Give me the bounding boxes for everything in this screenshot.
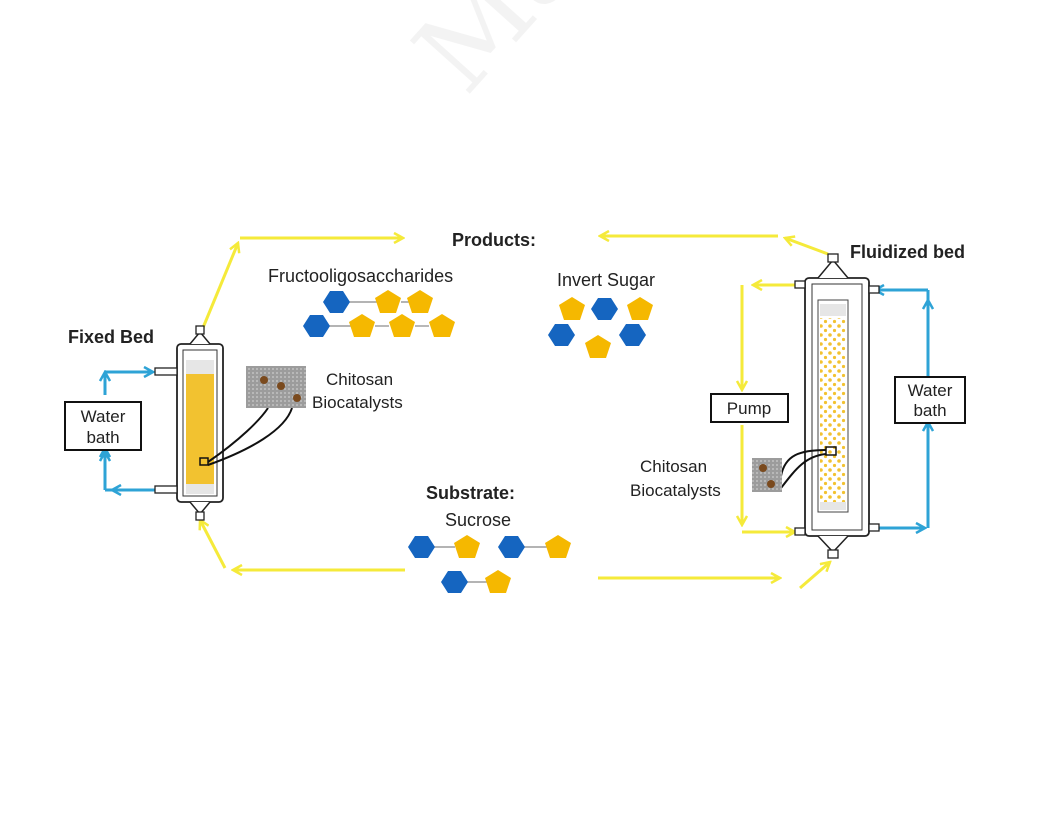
fructose-icon bbox=[375, 290, 401, 313]
packed-bed bbox=[186, 374, 214, 484]
fixed-bed-outlet-arrow bbox=[198, 243, 238, 336]
fructose-icon bbox=[585, 335, 611, 358]
chitosan-left-line2: Biocatalysts bbox=[312, 393, 403, 412]
substrate-label: Substrate: bbox=[426, 483, 515, 503]
flow-arrows bbox=[198, 236, 830, 590]
glucose-icon bbox=[591, 298, 618, 320]
water-bath-right-line1: Water bbox=[908, 381, 953, 400]
glucose-icon bbox=[619, 324, 646, 346]
glucose-icon bbox=[498, 536, 525, 558]
fos-molecules bbox=[303, 290, 455, 337]
fructose-icon bbox=[407, 290, 433, 313]
sucrose-molecules bbox=[408, 535, 571, 593]
products-label: Products: bbox=[452, 230, 536, 250]
fos-label: Fructooligosaccharides bbox=[268, 266, 453, 286]
fluidized-bed-column bbox=[780, 253, 880, 559]
pump-label: Pump bbox=[727, 399, 771, 418]
chitosan-left-line1: Chitosan bbox=[326, 370, 393, 389]
fructose-icon bbox=[559, 297, 585, 320]
water-bath-right-line2: bath bbox=[913, 401, 946, 420]
fructose-icon bbox=[349, 314, 375, 337]
pump-box bbox=[710, 393, 789, 423]
water-bath-left-line2: bath bbox=[86, 428, 119, 447]
fructose-icon bbox=[485, 570, 511, 593]
fixed-bed-column bbox=[154, 325, 293, 521]
water-arrows bbox=[105, 290, 928, 528]
water-bath-left-box bbox=[64, 401, 142, 451]
fluidized-particles bbox=[820, 318, 846, 508]
fructose-icon bbox=[389, 314, 415, 337]
glucose-icon bbox=[441, 571, 468, 593]
fluidized-outlet-arrow bbox=[785, 238, 829, 256]
fructose-icon bbox=[454, 535, 480, 558]
chitosan-right-line1: Chitosan bbox=[640, 457, 707, 476]
glucose-icon bbox=[408, 536, 435, 558]
fixed-bed-label: Fixed Bed bbox=[68, 327, 154, 347]
invert-sugar-molecules bbox=[548, 297, 653, 358]
fructose-icon bbox=[545, 535, 571, 558]
fructose-icon bbox=[627, 297, 653, 320]
chitosan-right-line2: Biocatalysts bbox=[630, 481, 721, 500]
chitosan-inset-right bbox=[752, 458, 782, 492]
chitosan-inset-left bbox=[246, 366, 306, 408]
fluidized-bed-label: Fluidized bed bbox=[850, 242, 965, 262]
glucose-icon bbox=[303, 315, 330, 337]
glucose-icon bbox=[323, 291, 350, 313]
fluidized-inlet-arrow bbox=[799, 562, 830, 590]
water-bath-right-box bbox=[894, 376, 966, 424]
fructose-icon bbox=[429, 314, 455, 337]
glucose-icon bbox=[548, 324, 575, 346]
sucrose-label: Sucrose bbox=[445, 510, 511, 530]
water-bath-left-line1: Water bbox=[81, 407, 126, 426]
fixed-bed-inlet-arrow bbox=[200, 520, 227, 569]
invert-sugar-label: Invert Sugar bbox=[557, 270, 655, 290]
